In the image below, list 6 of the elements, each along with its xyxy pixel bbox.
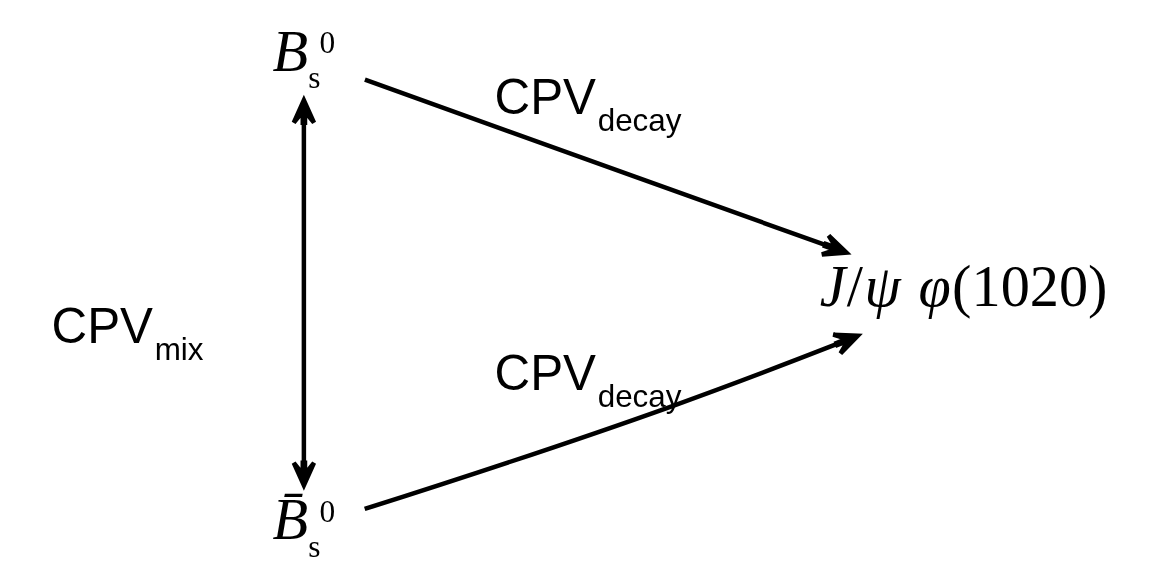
arrow (364, 77, 849, 257)
arrow (364, 332, 860, 512)
edge-label: CPV$_{decay}$ (494, 68, 682, 139)
node-text: J/ψ φ(1020) (819, 254, 1108, 320)
edge-label: CPV$_{mix}$ (51, 297, 204, 368)
edge-label: CPV$_{decay}$ (494, 344, 682, 415)
